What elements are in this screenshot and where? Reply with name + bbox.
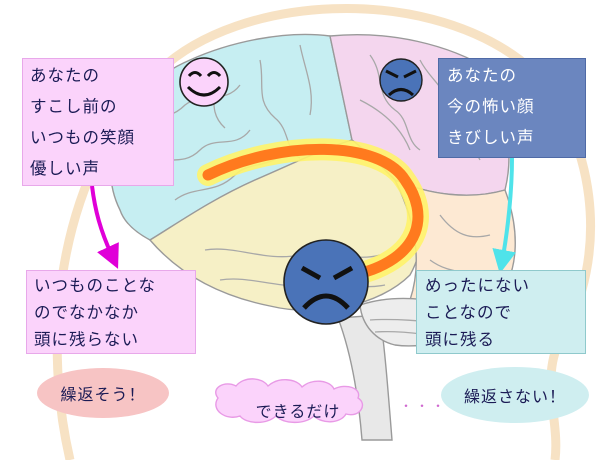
magenta-arrow bbox=[90, 185, 119, 269]
bottom-left-box: いつものことな のでなかなか 頭に残らない bbox=[26, 270, 196, 354]
repeat-bubble bbox=[37, 368, 169, 418]
repeat-label: 繰返そう！ bbox=[60, 385, 146, 404]
angry-face-large-icon bbox=[283, 239, 369, 325]
angry-face-icon bbox=[379, 58, 423, 102]
brainstem bbox=[337, 314, 393, 441]
as-much-cloud bbox=[215, 378, 364, 424]
dont-repeat-label: 繰返さない！ bbox=[463, 387, 566, 406]
top-right-box: あなたの 今の怖い顔 きびしい声 bbox=[438, 58, 586, 158]
smiling-face-icon bbox=[179, 57, 229, 107]
ellipsis-dots: ・・・ bbox=[400, 399, 449, 413]
top-left-box: あなたの すこし前の いつもの笑顔 優しい声 bbox=[22, 58, 174, 186]
cyan-arrow bbox=[492, 157, 517, 274]
signal-path bbox=[197, 138, 429, 283]
dont-repeat-bubble bbox=[441, 367, 589, 423]
bottom-right-box: めったにない ことなので 頭に残る bbox=[416, 270, 586, 354]
as-much-label: できるだけ bbox=[255, 402, 341, 421]
